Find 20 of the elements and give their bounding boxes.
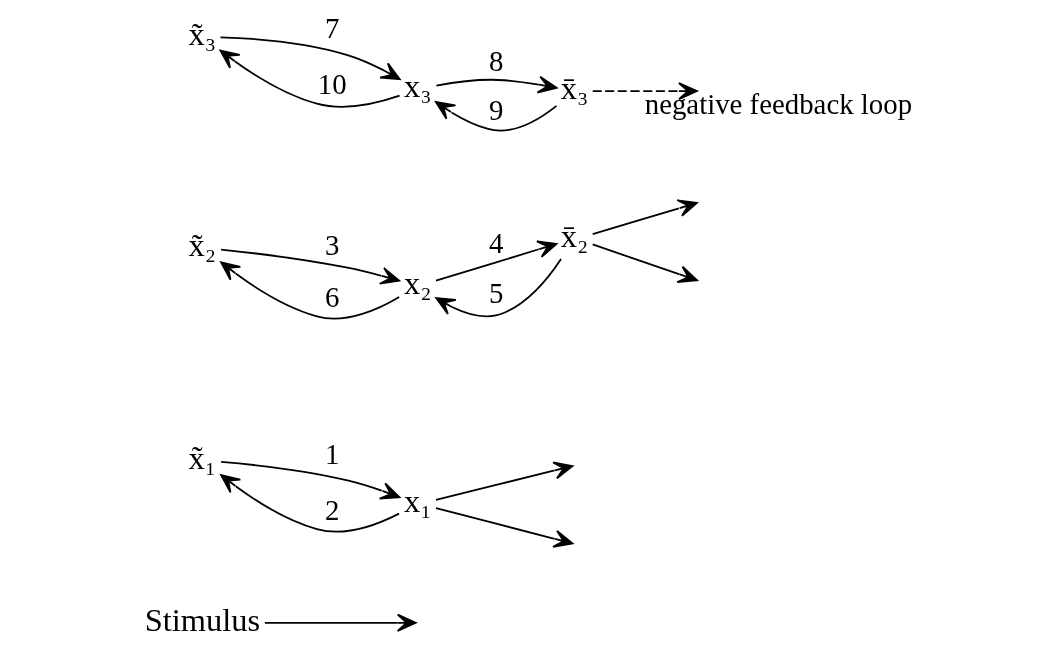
node-text: Stimulus — [144, 601, 261, 638]
node-text: x̃₁ — [188, 439, 217, 476]
node-text: x̄₂ — [560, 217, 589, 254]
edge-label: 8 — [488, 44, 504, 77]
edge-label: 5 — [488, 277, 504, 310]
edge-label: negative feedback loop — [644, 88, 913, 121]
node-text: x̃₃ — [188, 15, 217, 52]
node-text: x₂ — [404, 264, 432, 301]
edge-label: 10 — [317, 68, 347, 101]
node-text: x₁ — [404, 482, 432, 519]
edge-label: 6 — [324, 281, 340, 314]
edge-label: 4 — [488, 226, 504, 259]
edge-label: 7 — [324, 12, 340, 45]
node-text: x̄₃ — [560, 70, 589, 107]
edge-label: 1 — [324, 437, 340, 470]
edge-label: 2 — [324, 493, 340, 526]
edge-label: 3 — [324, 228, 340, 261]
edge-label: 9 — [488, 93, 504, 126]
node-text: x₃ — [404, 68, 432, 105]
node-text: x̃₂ — [188, 226, 217, 263]
